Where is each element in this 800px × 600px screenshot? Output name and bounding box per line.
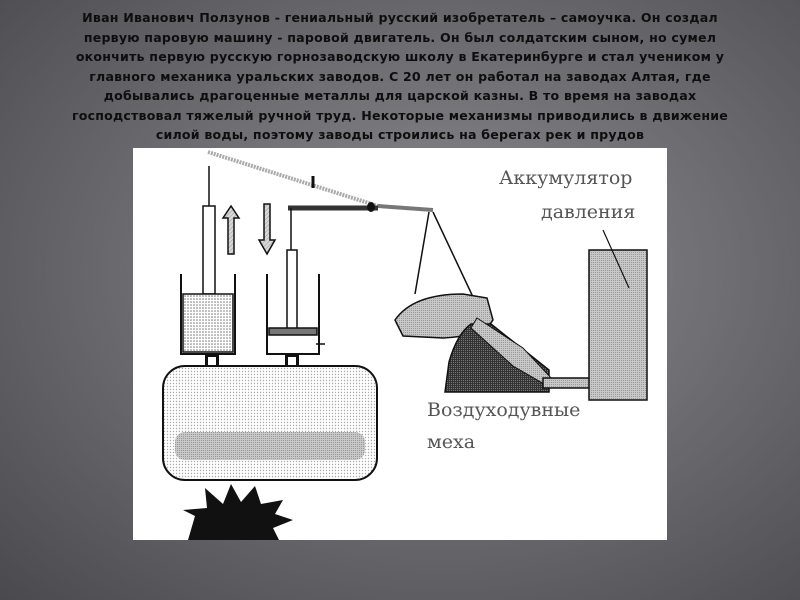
left-cylinder: [180, 166, 236, 368]
fire-icon: [183, 484, 293, 540]
text-line: господствовал тяжелый ручной труд. Некот…: [71, 107, 729, 123]
text-line: окончить первую русскую горнозаводскую ш…: [75, 49, 725, 64]
text-line: первую паровую машину - паровой двигател…: [83, 29, 717, 45]
text-line: Иван Иванович Ползунов - гениальный русс…: [82, 10, 718, 25]
bellows-label-line1: Воздуходувные: [427, 399, 580, 421]
up-arrow-icon: [221, 204, 241, 255]
down-arrow-icon: [257, 203, 277, 256]
accumulator-label-line2: давления: [541, 201, 635, 223]
right-cylinder: [266, 208, 325, 368]
boiler: [162, 365, 378, 481]
text-line: главного механика уральских заводов. С 2…: [89, 68, 711, 84]
text-line: добывались драгоценные металлы для царск…: [103, 88, 697, 103]
diagram-drawing: Аккумулятор давления Воздуходувные меха: [162, 150, 648, 540]
steam-engine-diagram: Аккумулятор давления Воздуходувные меха: [133, 148, 667, 540]
rocker-beam: [207, 150, 434, 212]
pressure-accumulator: [588, 249, 648, 401]
bellows-label-line2: меха: [427, 431, 475, 453]
text-line: силой воды, поэтому заводы строились на …: [155, 127, 645, 142]
accumulator-pointer: [602, 229, 630, 289]
accumulator-label-line1: Аккумулятор: [499, 167, 632, 189]
slide-description: Иван Иванович Ползунов - гениальный русс…: [40, 8, 760, 145]
air-bellows: [394, 293, 598, 393]
